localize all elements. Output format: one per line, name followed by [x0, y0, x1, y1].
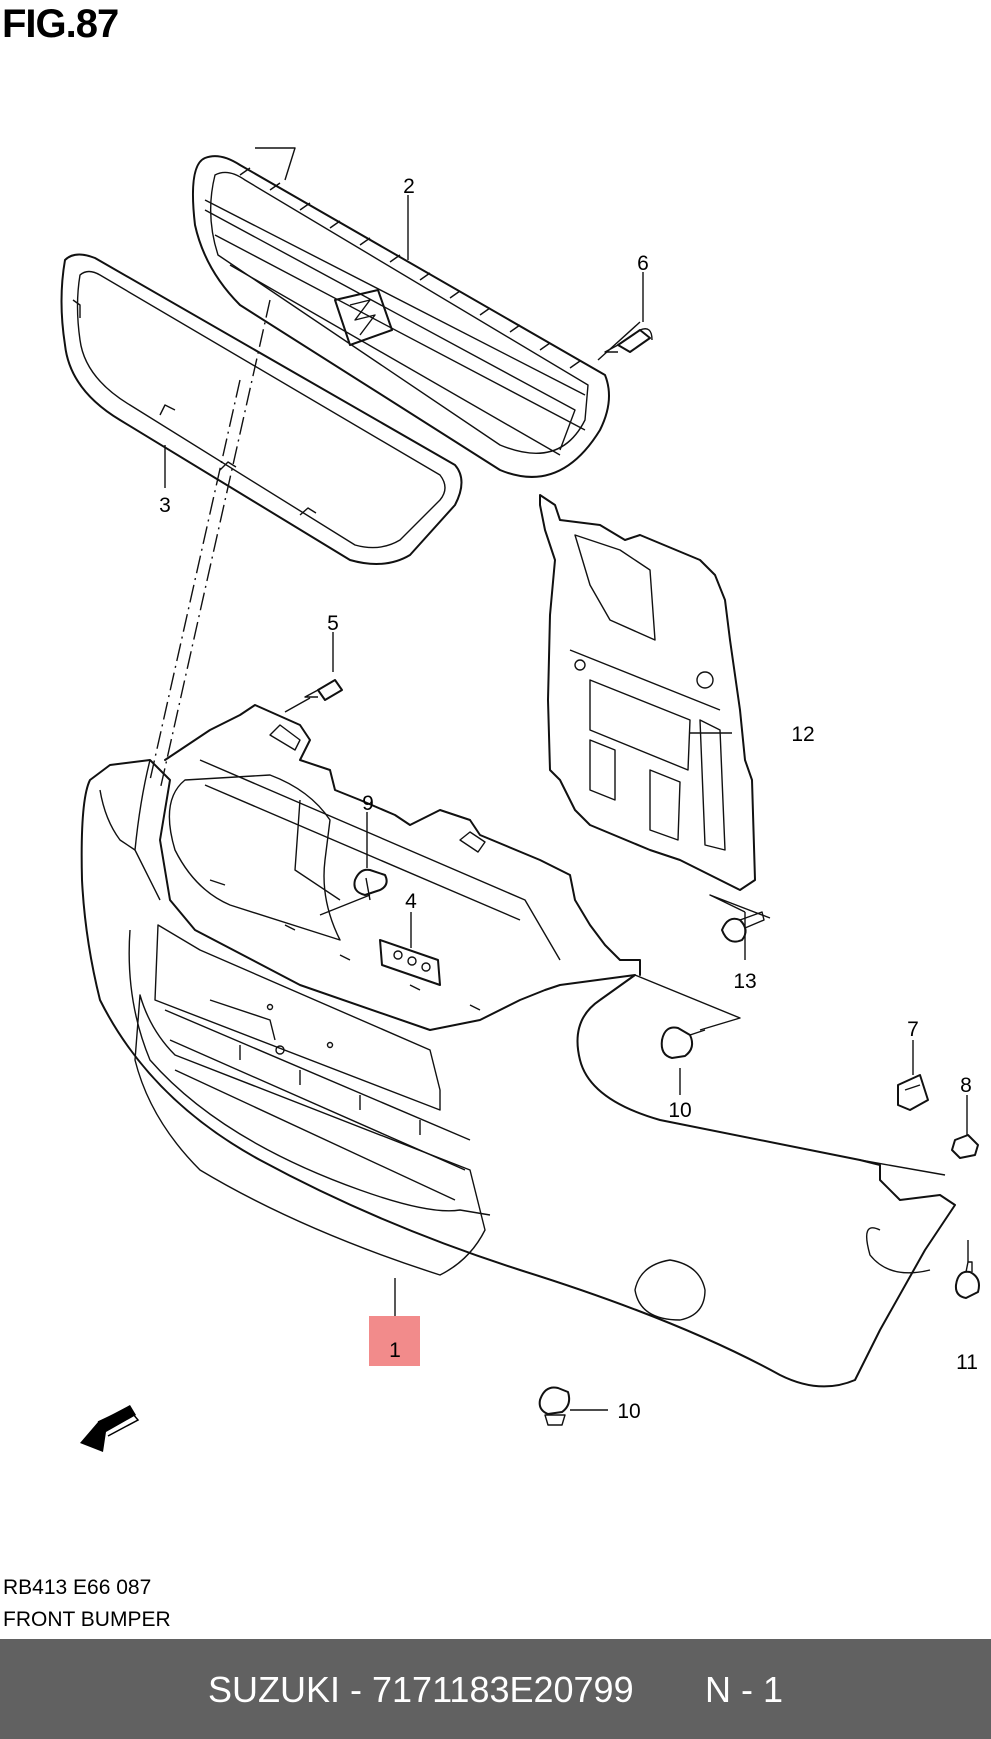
- front-bumper-part[interactable]: [80, 704, 956, 1388]
- exploded-parts-diagram: 1 2 3 4 5 6 7 8 9 10 10 11 12 13 FWD: [60, 147, 980, 1453]
- callout-12[interactable]: 12: [791, 723, 814, 746]
- page-indicator: N - 1: [705, 1669, 784, 1710]
- callout-8[interactable]: 8: [960, 1074, 972, 1097]
- screw-part-5[interactable]: [304, 679, 343, 701]
- screw-part-6[interactable]: [604, 328, 653, 353]
- assembly-guide-line: [149, 379, 241, 781]
- figure-code: RB413 E66 087: [3, 1576, 152, 1599]
- under-cover-bracket-part[interactable]: [539, 494, 756, 891]
- callout-13[interactable]: 13: [733, 970, 756, 993]
- callout-9[interactable]: 9: [362, 792, 374, 815]
- callout-6[interactable]: 6: [637, 252, 649, 275]
- callout-11[interactable]: 11: [956, 1351, 978, 1374]
- bolt-part-13[interactable]: [721, 911, 765, 943]
- figure-description: FRONT BUMPER: [3, 1608, 171, 1631]
- callout-4[interactable]: 4: [405, 890, 417, 913]
- callout-10-lower[interactable]: 10: [617, 1400, 640, 1423]
- callout-5[interactable]: 5: [327, 612, 339, 635]
- callout-1[interactable]: 1: [389, 1339, 401, 1362]
- callout-7[interactable]: 7: [907, 1018, 919, 1041]
- grille-part[interactable]: [192, 147, 610, 478]
- callout-2[interactable]: 2: [403, 175, 415, 198]
- callout-10-upper[interactable]: 10: [668, 1099, 691, 1122]
- bracket-plate-part[interactable]: [379, 939, 441, 986]
- brand-part-number: SUZUKI - 7171183E20799: [208, 1669, 634, 1710]
- screw-part-11[interactable]: [954, 1261, 980, 1299]
- suzuki-emblem: [334, 289, 393, 346]
- clip-part-10-lower[interactable]: [538, 1386, 571, 1426]
- nut-part-8[interactable]: [951, 1134, 979, 1159]
- clip-part-9[interactable]: [353, 868, 388, 901]
- figure-title: FIG.87: [2, 2, 119, 46]
- grille-frame-part[interactable]: [60, 253, 463, 565]
- forward-direction-arrow-icon: FWD: [80, 1405, 140, 1453]
- clip-part-7[interactable]: [897, 1074, 929, 1111]
- footer-bar: SUZUKI - 7171183E20799 N - 1: [0, 1639, 991, 1739]
- clip-part-10-upper[interactable]: [660, 1026, 706, 1059]
- callout-leader-lines: [164, 195, 969, 1411]
- highlight-callout-box: [369, 1316, 420, 1366]
- assembly-guide-line: [159, 299, 271, 791]
- callout-3[interactable]: 3: [159, 494, 171, 517]
